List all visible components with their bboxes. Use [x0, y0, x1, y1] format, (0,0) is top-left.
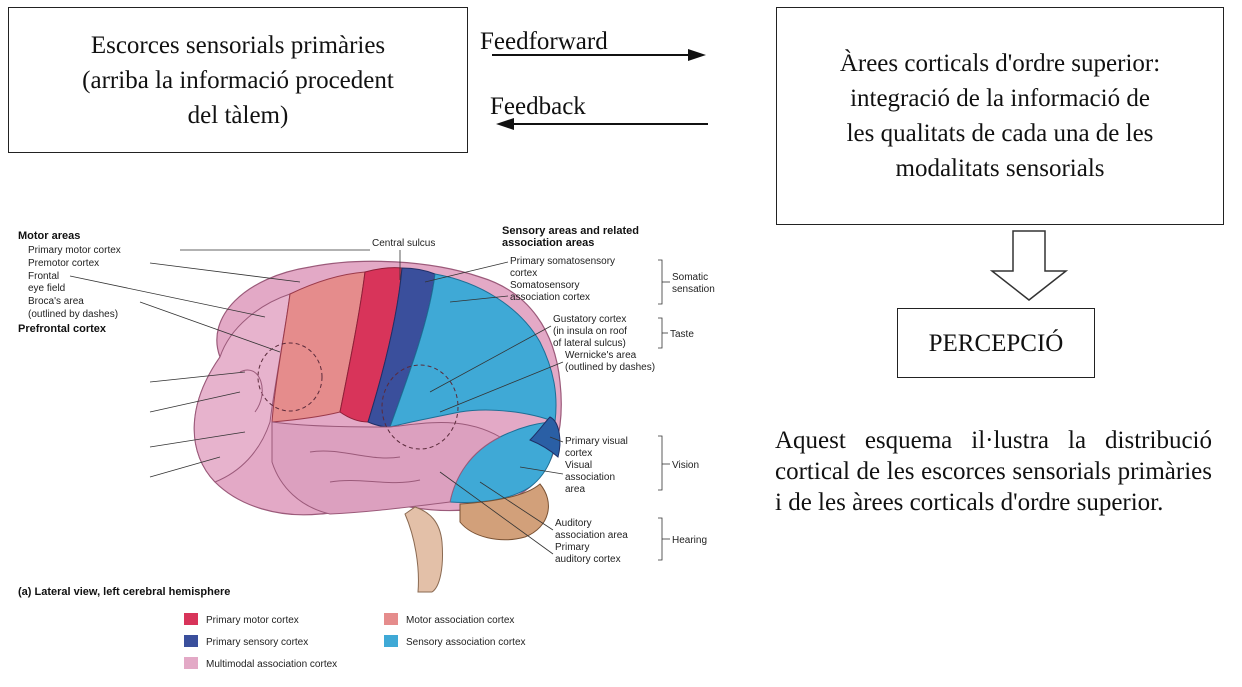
- down-hollow-arrow: [992, 231, 1066, 300]
- legend-swatch-primary-motor: [184, 613, 198, 625]
- perception-box: PERCEPCIÓ: [897, 308, 1095, 378]
- label-primary-somatosensory: Primary somatosensory: [510, 256, 615, 267]
- feedback-label: Feedback: [490, 93, 586, 121]
- group-taste: Taste: [670, 329, 694, 340]
- higher-box-line1: Àrees corticals d'ordre superior:: [840, 46, 1160, 81]
- label-brocas-outline: (outlined by dashes): [28, 309, 118, 320]
- legend-swatch-multimodal: [184, 657, 198, 669]
- caption-text: Aquest esquema il·lustra la distribució …: [775, 425, 1212, 518]
- label-eye-field: eye field: [28, 283, 65, 294]
- prefrontal-heading: Prefrontal cortex: [18, 323, 107, 335]
- legend-motor-assoc: Motor association cortex: [406, 615, 514, 626]
- group-brackets: [658, 260, 670, 560]
- group-hearing: Hearing: [672, 535, 707, 546]
- legend-primary-motor: Primary motor cortex: [206, 615, 299, 626]
- primary-box-line1: Escorces sensorials primàries: [91, 28, 385, 63]
- label-auditory-2: association area: [555, 530, 628, 541]
- legend: Primary motor cortex Motor association c…: [184, 613, 526, 670]
- higher-order-box: Àrees corticals d'ordre superior: integr…: [776, 7, 1224, 225]
- label-auditory: Auditory: [555, 518, 592, 529]
- label-gustatory-3: of lateral sulcus): [553, 338, 626, 349]
- label-somatosensory-assoc: association cortex: [510, 292, 590, 303]
- group-vision: Vision: [672, 460, 699, 471]
- label-frontal: Frontal: [28, 271, 59, 282]
- label-primary-somatosensory-2: cortex: [510, 268, 537, 279]
- label-visual-2: association: [565, 472, 615, 483]
- brain-illustration: [194, 261, 561, 592]
- label-visual-3: area: [565, 484, 585, 495]
- label-primary-motor-cortex: Primary motor cortex: [28, 245, 121, 256]
- label-wernicke: Wernicke's area: [565, 350, 637, 361]
- motor-areas-heading: Motor areas: [18, 230, 80, 242]
- label-premotor-cortex: Premotor cortex: [28, 258, 99, 269]
- group-somatic-2: sensation: [672, 284, 715, 295]
- primary-box-line2: (arriba la informació procedent: [82, 63, 394, 98]
- sensory-heading-line2: association areas: [502, 237, 594, 249]
- higher-box-line2: integració de la informació de: [850, 81, 1150, 116]
- higher-box-line4: modalitats sensorials: [896, 151, 1105, 186]
- brain-figure: Motor areas Primary motor cortex Premoto…: [10, 222, 745, 684]
- legend-swatch-primary-sensory: [184, 635, 198, 647]
- view-caption: (a) Lateral view, left cerebral hemisphe…: [18, 586, 230, 598]
- feedforward-label: Feedforward: [480, 28, 608, 56]
- label-primary-visual-2: cortex: [565, 448, 592, 459]
- label-brocas-area: Broca's area: [28, 296, 84, 307]
- sensory-heading-line1: Sensory areas and related: [502, 225, 639, 237]
- label-primary-auditory-2: auditory cortex: [555, 554, 621, 565]
- label-somatosensory: Somatosensory: [510, 280, 579, 291]
- label-primary-visual: Primary visual: [565, 436, 628, 447]
- legend-sensory-assoc: Sensory association cortex: [406, 637, 526, 648]
- legend-primary-sensory: Primary sensory cortex: [206, 637, 308, 648]
- legend-multimodal: Multimodal association cortex: [206, 659, 337, 670]
- label-central-sulcus: Central sulcus: [372, 238, 435, 249]
- label-gustatory-2: (in insula on roof: [553, 326, 627, 337]
- higher-box-line3: les qualitats de cada una de les: [847, 116, 1154, 151]
- label-gustatory: Gustatory cortex: [553, 314, 626, 325]
- perception-label: PERCEPCIÓ: [929, 326, 1064, 361]
- primary-box-line3: del tàlem): [188, 98, 289, 133]
- label-primary-auditory: Primary: [555, 542, 589, 553]
- label-wernicke-2: (outlined by dashes): [565, 362, 655, 373]
- legend-swatch-sensory-assoc: [384, 635, 398, 647]
- label-visual: Visual: [565, 460, 592, 471]
- primary-sensory-box: Escorces sensorials primàries (arriba la…: [8, 7, 468, 153]
- legend-swatch-motor-assoc: [384, 613, 398, 625]
- group-somatic-1: Somatic: [672, 272, 708, 283]
